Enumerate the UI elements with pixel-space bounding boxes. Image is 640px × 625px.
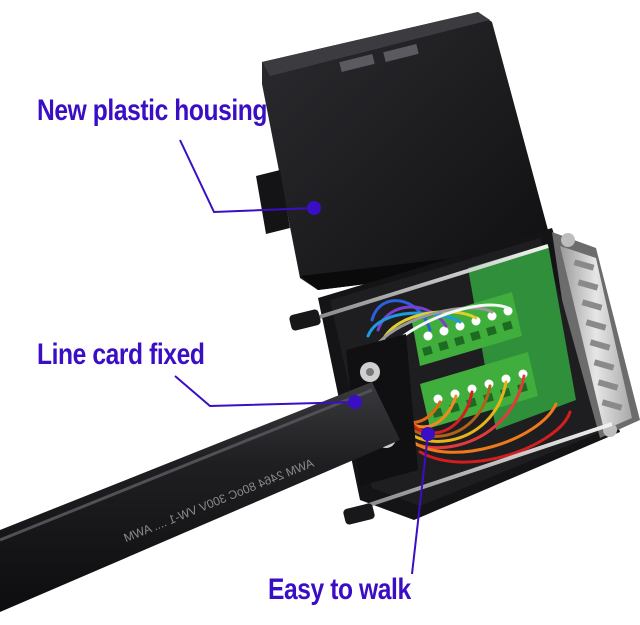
callout-leaders [174, 139, 429, 575]
housing-rods [289, 244, 613, 525]
callout-walk: Easy to walk [268, 573, 411, 606]
thumb-screw-bottom [343, 503, 375, 525]
callout-dots [307, 201, 435, 441]
dsub-pins [573, 259, 623, 411]
thumb-screw-top [289, 309, 321, 331]
dot-card [348, 395, 362, 409]
callout-housing: New plastic housing [37, 94, 268, 127]
terminal-block-top [412, 292, 522, 366]
leader-card [174, 375, 356, 408]
leader-walk [411, 433, 429, 575]
callout-line-card: Line card fixed [37, 338, 205, 371]
dot-walk [421, 427, 435, 441]
dsub-screw-top [561, 233, 575, 247]
leader-housing [179, 139, 315, 214]
dot-housing [307, 201, 321, 215]
